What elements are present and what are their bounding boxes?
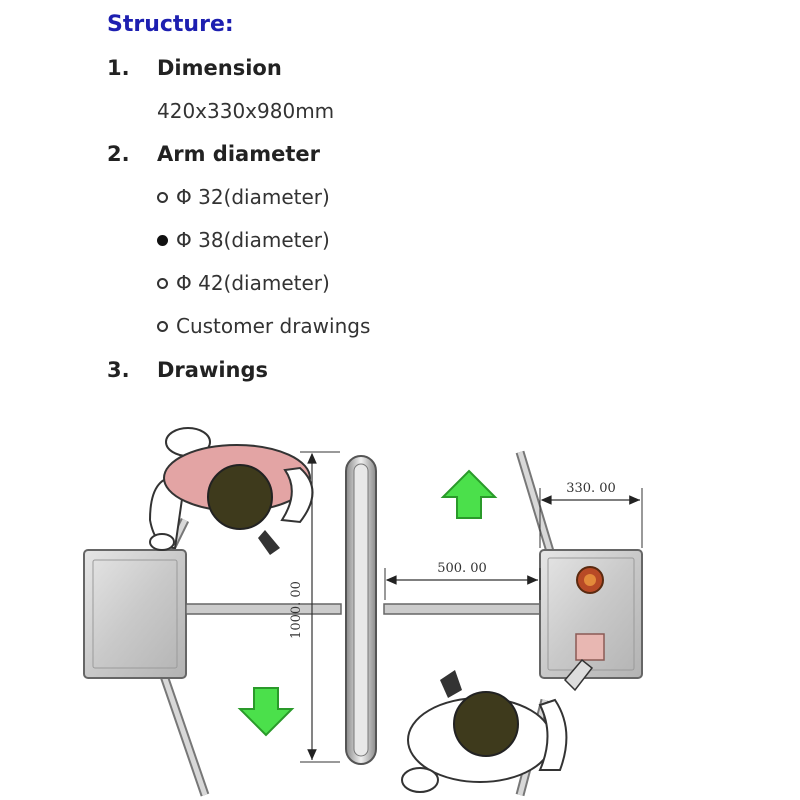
- dimension-height: 1000. 00: [289, 451, 340, 763]
- section-number: 2.: [107, 142, 130, 166]
- arm-horizontal-right: [383, 603, 543, 615]
- cabinet-right: [539, 549, 643, 679]
- dim-height-label: 1000. 00: [289, 581, 304, 639]
- section-title: Dimension: [157, 56, 282, 80]
- radio-empty-icon: [157, 191, 168, 203]
- arm-option-32[interactable]: Φ 32(diameter): [157, 185, 330, 209]
- option-label: Φ 42(diameter): [176, 271, 330, 295]
- section-title: Arm diameter: [157, 142, 320, 166]
- dim-gap-label: 500. 00: [437, 561, 487, 576]
- radio-empty-icon: [157, 277, 168, 289]
- section-title: Drawings: [157, 358, 269, 382]
- left-turnstile: [83, 518, 342, 797]
- card-reader-icon: [575, 633, 605, 661]
- section-number: 1.: [107, 56, 130, 80]
- right-turnstile: [383, 450, 643, 797]
- radio-empty-icon: [157, 320, 168, 332]
- arm-option-38[interactable]: Φ 38(diameter): [157, 228, 330, 252]
- person-bottom-icon: [401, 658, 594, 793]
- option-label: Customer drawings: [176, 314, 371, 338]
- arm-horizontal-left: [185, 603, 342, 615]
- arrow-down-icon: [237, 687, 295, 737]
- option-label: Φ 32(diameter): [176, 185, 330, 209]
- arm-option-customer[interactable]: Customer drawings: [157, 314, 370, 338]
- section-number: 3.: [107, 358, 130, 382]
- page-title: Structure:: [107, 12, 234, 37]
- dimension-gap: 500. 00: [384, 561, 541, 600]
- radio-filled-icon: [157, 234, 168, 246]
- arm-option-42[interactable]: Φ 42(diameter): [157, 271, 330, 295]
- dimension-width: 330. 00: [539, 481, 643, 548]
- cabinet-left: [83, 549, 187, 679]
- arrow-up-icon: [440, 469, 498, 519]
- person-top-icon: [148, 427, 314, 555]
- dim-width-label: 330. 00: [566, 481, 616, 496]
- option-label: Φ 38(diameter): [176, 228, 330, 252]
- dimension-value: 420x330x980mm: [157, 99, 335, 123]
- center-pole: [345, 455, 377, 765]
